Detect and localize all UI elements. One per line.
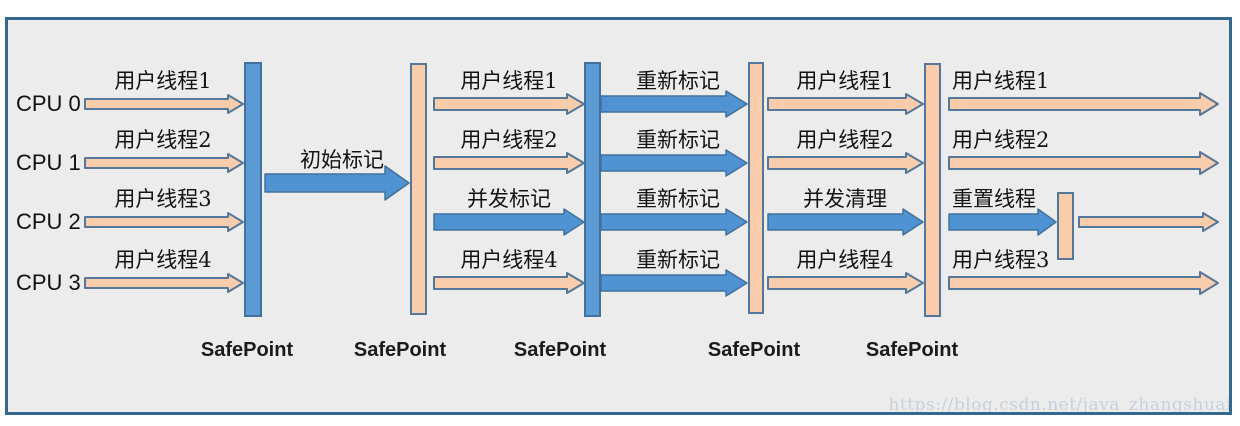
reset-thread-stop-bar bbox=[1057, 192, 1074, 260]
user-thread-arrow bbox=[433, 152, 585, 174]
remark-arrow bbox=[600, 149, 748, 177]
remark-label: 重新标记 bbox=[636, 248, 720, 272]
thread-label: 用户线程4 bbox=[460, 248, 558, 272]
resumed-thread-arrow bbox=[1078, 212, 1219, 232]
user-thread-arrow bbox=[767, 272, 924, 294]
user-thread-arrow bbox=[767, 93, 924, 115]
thread-label: 用户线程3 bbox=[952, 248, 1050, 272]
concurrent-sweep-label: 并发清理 bbox=[803, 187, 887, 211]
cpu-label: CPU 1 bbox=[16, 150, 81, 175]
safepoint-bar-4 bbox=[748, 62, 764, 314]
user-thread-arrow bbox=[433, 93, 585, 115]
remark-label: 重新标记 bbox=[636, 187, 720, 211]
user-thread-arrow bbox=[84, 94, 244, 114]
reset-thread-arrow bbox=[948, 208, 1057, 236]
safepoint-bar-2 bbox=[410, 63, 427, 315]
remark-label: 重新标记 bbox=[636, 128, 720, 152]
concurrent-mark-label: 并发标记 bbox=[467, 187, 551, 211]
cpu-label: CPU 0 bbox=[16, 91, 81, 116]
thread-label: 用户线程4 bbox=[796, 248, 894, 272]
safepoint-label: SafePoint bbox=[353, 339, 447, 361]
cpu-label: CPU 3 bbox=[16, 270, 81, 295]
safepoint-bar-1 bbox=[244, 62, 262, 317]
thread-label: 用户线程1 bbox=[952, 69, 1050, 93]
thread-label: 用户线程4 bbox=[114, 248, 212, 272]
remark-arrow bbox=[600, 208, 748, 236]
thread-label: 用户线程1 bbox=[796, 69, 894, 93]
thread-label: 用户线程2 bbox=[796, 128, 894, 152]
safepoint-label: SafePoint bbox=[707, 339, 801, 361]
user-thread-arrow bbox=[84, 153, 244, 173]
safepoint-label: SafePoint bbox=[200, 339, 294, 361]
cpu-label: CPU 2 bbox=[16, 209, 81, 234]
user-thread-arrow bbox=[84, 273, 244, 293]
watermark-text: https://blog.csdn.net/java_zhangshuai bbox=[888, 395, 1232, 415]
thread-label: 用户线程3 bbox=[114, 187, 212, 211]
user-thread-arrow bbox=[767, 152, 924, 174]
concurrent-mark-arrow bbox=[433, 208, 585, 236]
remark-arrow bbox=[600, 269, 748, 297]
safepoint-label: SafePoint bbox=[865, 339, 959, 361]
thread-label: 用户线程2 bbox=[460, 128, 558, 152]
user-thread-arrow bbox=[948, 151, 1219, 175]
concurrent-sweep-arrow bbox=[767, 208, 924, 236]
user-thread-arrow bbox=[433, 272, 585, 294]
safepoint-bar-5 bbox=[924, 63, 941, 317]
thread-label: 用户线程1 bbox=[114, 69, 212, 93]
thread-label: 用户线程2 bbox=[952, 128, 1050, 152]
safepoint-label: SafePoint bbox=[513, 339, 607, 361]
safepoint-bar-3 bbox=[584, 62, 601, 317]
remark-arrow bbox=[600, 90, 748, 118]
remark-label: 重新标记 bbox=[636, 69, 720, 93]
thread-label: 用户线程2 bbox=[114, 128, 212, 152]
user-thread-arrow bbox=[948, 92, 1219, 116]
initial-mark-arrow bbox=[264, 165, 410, 201]
user-thread-arrow bbox=[948, 271, 1219, 295]
reset-thread-label: 重置线程 bbox=[952, 187, 1036, 211]
user-thread-arrow bbox=[84, 212, 244, 232]
initial-mark-label: 初始标记 bbox=[300, 148, 384, 172]
thread-label: 用户线程1 bbox=[460, 69, 558, 93]
